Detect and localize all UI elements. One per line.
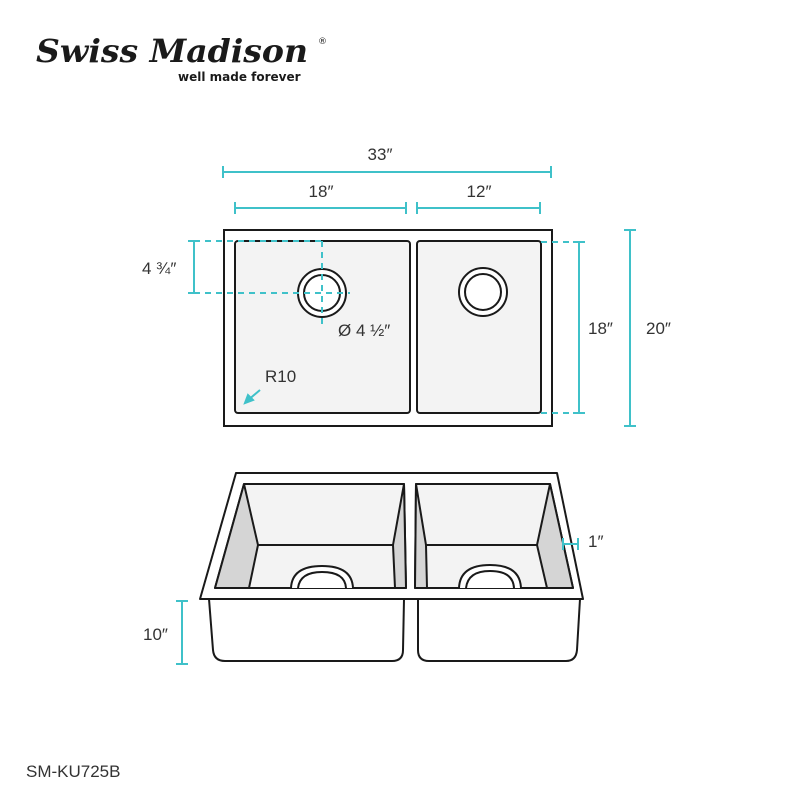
brand-tagline: well made forever [178,70,301,84]
overall-width-label: 33″ [368,145,393,164]
top-view [223,229,553,427]
drain-offset-label: 4 ¾″ [142,259,176,278]
perspective-view [199,472,584,662]
registered-mark: ® [318,37,327,47]
dimension-lines-top [188,166,636,427]
left-basin-opening [214,483,407,589]
right-bowl [417,598,581,662]
brand-name: Swiss Madison [36,32,308,70]
left-basin-width-label: 18″ [309,182,334,201]
right-basin-opening [414,483,574,589]
drain-diameter-label: Ø 4 ½″ [338,321,390,340]
right-basin [416,240,542,414]
rim-width-label: 1″ [588,532,603,551]
dimension-lines-front [176,538,579,665]
right-basin-width-label: 12″ [467,182,492,201]
brand-logo: Swiss Madison ® well made forever [36,32,327,84]
bowl-depth-label: 10″ [143,625,168,644]
model-number: SM-KU725B [26,762,120,781]
basin-length-label: 18″ [588,319,613,338]
right-drain-icon [458,267,508,317]
overall-length-label: 20″ [646,319,671,338]
corner-radius-label: R10 [265,367,296,386]
left-bowl [208,598,405,662]
